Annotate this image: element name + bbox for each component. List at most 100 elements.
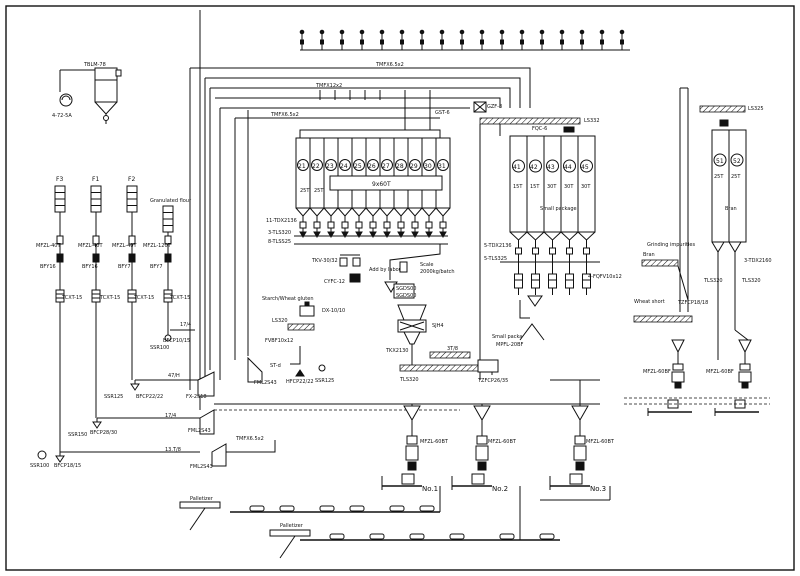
sbx1-label: SGDS00 [396, 286, 416, 292]
tcxt-a: TCXT-15 [61, 295, 82, 301]
fan-label: 4-72-5A [52, 113, 72, 119]
valve-icon [460, 39, 464, 45]
valve-icon [399, 29, 405, 35]
bin-hopper [393, 207, 409, 217]
valve-icon [619, 29, 625, 35]
bin-number: 25 [354, 163, 362, 170]
storage-bin [323, 137, 339, 209]
bin-hopper [560, 231, 579, 241]
f2-label: F2 [128, 176, 135, 183]
ssr-top: SSR100 [150, 345, 169, 351]
bag-icon [329, 533, 345, 540]
bin-number-circle [546, 159, 559, 173]
bin-hopper [577, 231, 596, 241]
bin-number-circle [367, 159, 379, 171]
bin-capacity: 25T [300, 188, 310, 194]
gzf-label: GZF-8 [487, 104, 502, 110]
palletizer-icon [179, 501, 221, 509]
tkx-label: TKX2130 [385, 348, 408, 354]
bin-number-circle [409, 159, 421, 171]
sifter-icon [514, 273, 523, 289]
packer-hopper [473, 405, 491, 422]
line-5-label: 5-TDX2136 [484, 243, 512, 249]
bin-number: 52 [733, 158, 741, 165]
gate-icon [355, 231, 363, 238]
bfcp28-label: BFCP28/30 [90, 430, 117, 436]
storage-bin [337, 137, 353, 209]
dim-47-h: 47/H [168, 373, 180, 379]
valve-icon [360, 39, 364, 45]
packer-body [405, 445, 419, 461]
storage-bin [295, 137, 311, 209]
valve-icon [380, 39, 384, 45]
gate-icon [341, 231, 349, 238]
flour-intake-lines [54, 185, 174, 452]
line-4-label: 4-FQFV10x12 [588, 274, 622, 280]
grinding-label: Grinding impurities [647, 242, 695, 248]
feeder-icon [532, 247, 539, 255]
bin-number-circle [713, 153, 727, 167]
valve-icon [339, 29, 345, 35]
bin-hopper [509, 231, 528, 241]
valve-icon [560, 39, 564, 45]
valve-icon [499, 29, 505, 35]
packer-scale-icon [574, 435, 586, 445]
palletizer-arm [279, 535, 296, 559]
bin-capacity: 30T [547, 184, 557, 190]
magnet-icon [91, 289, 101, 303]
bin-hopper [526, 231, 545, 241]
valve-icon [400, 39, 404, 45]
bin-25t-a: 25T [714, 174, 724, 180]
fqc-label: FQC-6 [532, 126, 547, 132]
wheat-short-label: Wheat short [634, 299, 665, 305]
ssr100-label: SSR100 [30, 463, 49, 469]
storage-bin [379, 137, 395, 209]
mfzl-b1-label: MFZL-60BT [420, 439, 449, 445]
valve-icon [580, 39, 584, 45]
ls320-label: LS320 [272, 318, 288, 324]
bfy-b: BFY16 [82, 264, 98, 270]
bin-roof-conveyor [299, 129, 441, 139]
valve-icon [599, 29, 605, 35]
sifter-icon [565, 273, 574, 289]
tmfx-left-label: TMFX6.5x2 [270, 112, 299, 118]
tblm-label: TBLM-78 [83, 62, 106, 68]
bin-number-circle [580, 159, 593, 173]
bin-number: 51 [716, 158, 724, 165]
valve-icon [320, 39, 324, 45]
palletizer-arm [189, 507, 206, 531]
valve-icon [439, 29, 445, 35]
bin-capacity: 15T [513, 184, 523, 190]
tkv-label: TKV-30/32 [311, 258, 338, 264]
bin-number-circle [297, 159, 309, 171]
mfzl-a: MFZL-40T [36, 243, 61, 249]
feeder-icon [566, 247, 573, 255]
mfzl-b: MFZL-40T [78, 243, 103, 249]
feeder-icon [369, 221, 377, 229]
bran-label: Bran [643, 252, 655, 258]
bfcp-top: BFCP10/15 [163, 338, 190, 344]
valve-icon [379, 29, 385, 35]
storage-bin [577, 135, 596, 233]
bin-number-circle [437, 159, 449, 171]
bag-icon [319, 505, 335, 512]
valve-icon [579, 29, 585, 35]
gate-icon [313, 231, 321, 238]
valve-icon [340, 39, 344, 45]
valve-icon [419, 29, 425, 35]
feeder-icon [439, 221, 447, 229]
packer-hopper [738, 339, 752, 354]
packer-hopper [571, 405, 589, 422]
packer-body [573, 445, 587, 461]
mfzl-b3-label: MFZL-60BT [586, 439, 615, 445]
packer-scale-icon [672, 363, 684, 371]
dim-17-4: 17/4 [180, 322, 191, 328]
gate-icon [383, 231, 391, 238]
bin-hopper [543, 231, 562, 241]
feeder-icon [411, 221, 419, 229]
fml-low-label: FML2S43 [190, 464, 213, 470]
left-conveying-system: SSR100 BFCP10/15 17/4 SSR125 BFCP22/22 4… [30, 322, 600, 470]
gate-icon [397, 231, 405, 238]
bag-icon [389, 505, 405, 512]
